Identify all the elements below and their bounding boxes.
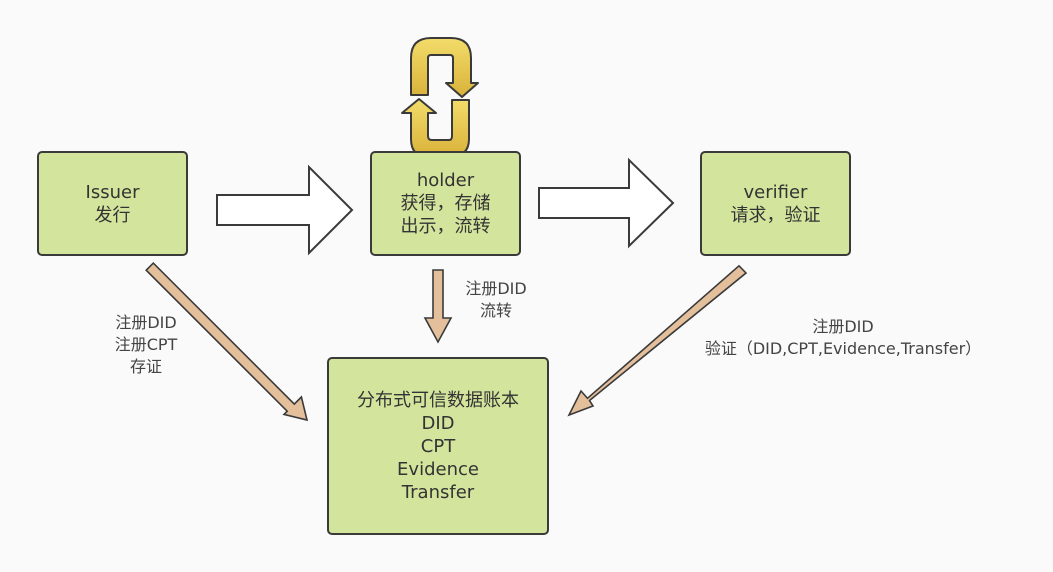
issuer-subtitle: 发行	[94, 204, 131, 226]
issuer-edge-line-1: 注册DID	[115, 313, 177, 332]
holder-line-1: 获得，存储	[400, 193, 491, 214]
verifier-title: verifier	[743, 181, 808, 203]
arrow-verifier-to-ledger	[567, 264, 748, 417]
ledger-item-cpt: CPT	[420, 435, 456, 457]
holder-node: holder 获得，存储 出示，流转	[370, 151, 521, 256]
ledger-node: 分布式可信数据账本 DID CPT Evidence Transfer	[327, 357, 549, 535]
verifier-edge-line-2: 验证（DID,CPT,Evidence,Transfer）	[704, 339, 982, 358]
arrow-issuer-to-ledger	[145, 261, 309, 422]
issuer-edge-line-2: 注册CPT	[114, 335, 178, 354]
verifier-edge-line-1: 注册DID	[812, 317, 874, 336]
arrow-holder-to-ledger	[423, 269, 453, 344]
ledger-item-transfer: Transfer	[401, 481, 475, 503]
holder-edge-line-2: 流转	[479, 301, 512, 320]
issuer-edge-line-3: 存证	[129, 357, 162, 376]
holder-edge-label: 注册DID 流转	[452, 278, 540, 322]
ledger-title: 分布式可信数据账本	[357, 389, 519, 411]
issuer-node: Issuer 发行	[37, 151, 188, 256]
verifier-subtitle: 请求，验证	[730, 204, 821, 226]
issuer-title: Issuer	[85, 181, 140, 203]
arrow-holder-to-verifier	[538, 157, 675, 249]
ledger-item-did: DID	[421, 412, 455, 434]
holder-edge-line-1: 注册DID	[465, 279, 527, 298]
holder-title: holder	[416, 170, 475, 191]
cycle-arrows-icon	[401, 37, 479, 158]
issuer-edge-label: 注册DID 注册CPT 存证	[100, 312, 192, 378]
holder-line-2: 出示，流转	[400, 216, 491, 237]
ledger-item-evidence: Evidence	[397, 458, 479, 480]
verifier-node: verifier 请求，验证	[700, 151, 851, 256]
verifier-edge-label: 注册DID 验证（DID,CPT,Evidence,Transfer）	[682, 316, 1004, 360]
arrow-issuer-to-holder	[216, 164, 354, 256]
